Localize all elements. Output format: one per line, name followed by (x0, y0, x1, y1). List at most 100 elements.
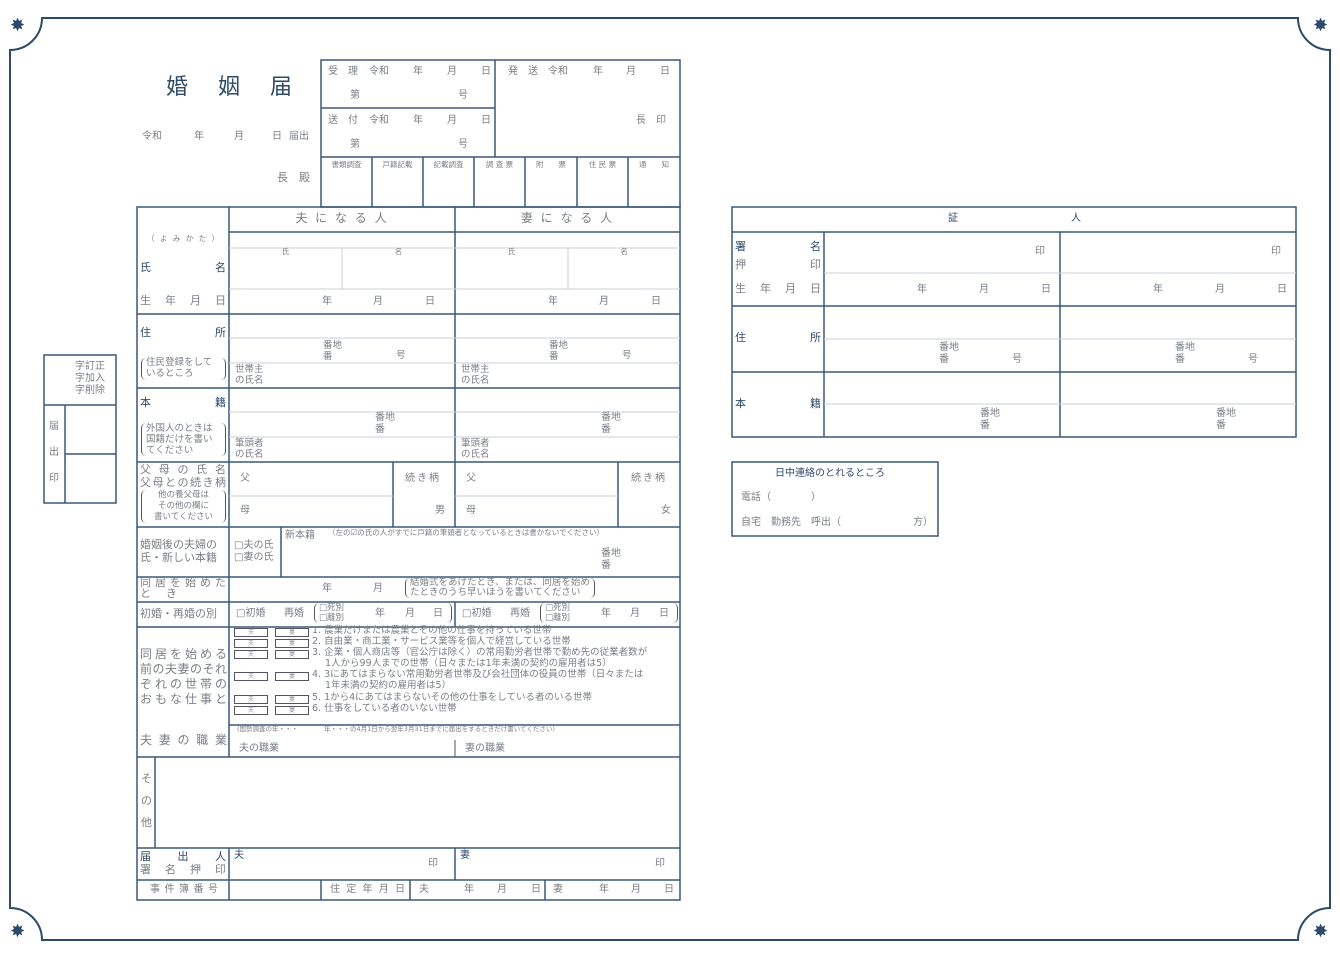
husband-address-go: 号 (396, 350, 406, 361)
wife-household-checkbox[interactable]: 妻 (275, 628, 309, 637)
household-option-text: 1年未満の契約の雇用者は5） (325, 680, 452, 691)
wife-remarriage-detail: □死別□離別 (540, 603, 678, 623)
witness2-address-banchi: 番地番 (1175, 342, 1195, 365)
dispatched-month: 月 (626, 66, 636, 77)
husband-household-checkbox[interactable]: 夫 (234, 706, 268, 715)
addressee-label: 長 殿 (277, 171, 310, 184)
husband-surname-input[interactable] (231, 258, 339, 287)
footer-husband-month: 月 (497, 884, 507, 895)
other-input[interactable] (157, 759, 678, 846)
wife-birth-month: 月 (599, 296, 609, 307)
wife-divorce-checkbox[interactable]: □離別 (545, 613, 571, 623)
seal-label-char: 届 (49, 421, 59, 432)
sent-month: 月 (447, 115, 457, 126)
name-label: 氏名 (140, 261, 226, 274)
star-ornament-icon: ✸ (10, 921, 26, 942)
wife-household-checkbox[interactable]: 妻 (275, 639, 309, 648)
witness2-birth-month: 月 (1215, 284, 1225, 295)
wife-remarriage-day: 日 (659, 608, 669, 619)
wife-death-checkbox[interactable]: □死別 (545, 603, 571, 613)
applicant-label: 届出人 (140, 850, 226, 863)
sent-year: 年 (413, 115, 423, 126)
submit-month-label: 月 (234, 131, 244, 142)
wife-remarriage-month: 月 (630, 608, 640, 619)
husband-given-name-input[interactable] (344, 258, 452, 287)
husband-family-head-label: 筆頭者の氏名 (235, 438, 264, 460)
husband-divorce-checkbox[interactable]: □離別 (319, 613, 345, 623)
new-domicile-label: 氏・新しい本籍 (140, 551, 217, 564)
husband-remarriage-month: 月 (405, 608, 415, 619)
birthdate-label: 生年月日 (140, 294, 226, 307)
footer-husband: 夫 (419, 884, 429, 895)
other-label: そ (141, 772, 152, 785)
husband-birth-month: 月 (373, 296, 383, 307)
husband-first-marriage-checkbox[interactable]: □初婚 (236, 608, 266, 619)
witness2-birth-day: 日 (1277, 284, 1287, 295)
husband-seal-label: 印 (428, 858, 438, 869)
household-option-text: 4. 3にあてはまらない常用勤労者世帯及び会社団体の役員の世帯（日々または (312, 669, 644, 680)
husband-domicile-banchi: 番地番 (375, 412, 395, 435)
dispatched-day: 日 (660, 66, 670, 77)
wife-occupation-label: 妻の職業 (465, 743, 505, 754)
contact-location: 自宅 勤務先 呼出（ (741, 517, 841, 528)
new-domicile-banchi: 番地番 (601, 548, 621, 571)
note-line: 住民登録をして (146, 357, 213, 368)
contact-title: 日中連絡のとれるところ (775, 468, 885, 479)
wife-household-checkbox[interactable]: 妻 (275, 695, 309, 704)
husband-household-checkbox[interactable]: 夫 (234, 695, 268, 704)
relationship-label: 父母との続き柄 (140, 476, 226, 489)
dispatched-era: 令和 (548, 66, 568, 77)
note-line: いるところ (146, 367, 194, 379)
husband-household-checkbox[interactable]: 夫 (234, 672, 268, 681)
thick-lines (43, 59, 1297, 901)
new-domicile-field-label: 新本籍 (285, 530, 315, 541)
submitted-label: 届出 (289, 131, 309, 142)
other-label: 他 (141, 816, 152, 829)
wife-relation-daughter: 女 (661, 505, 671, 516)
check-cell: 戸籍記載 (382, 160, 413, 169)
wife-given-name-input[interactable] (570, 258, 678, 287)
wife-householder-label: 世帯主の氏名 (461, 364, 490, 386)
chief-seal-label: 長 印 (636, 115, 666, 126)
footer-wife-year: 年 (599, 884, 609, 895)
correction-labels: 字訂正 字加入 字削除 (75, 361, 105, 397)
husband-surname-checkbox[interactable]: □夫の氏 (234, 540, 274, 551)
wife-household-checkbox[interactable]: 妻 (275, 672, 309, 681)
wife-birth-year: 年 (548, 296, 558, 307)
wife-seal-label: 印 (655, 858, 665, 869)
sent-number-prefix: 第 (350, 139, 360, 150)
witness1-birth-month: 月 (979, 284, 989, 295)
husband-household-checkbox[interactable]: 夫 (234, 639, 268, 648)
footer-wife-day: 日 (664, 884, 674, 895)
wife-mother-label: 母 (466, 505, 476, 516)
witness1-birth-year: 年 (917, 284, 927, 295)
new-surname-label: 婚姻後の夫婦の (140, 538, 217, 551)
wife-father-label: 父 (466, 473, 476, 484)
cohabit-label-2: と き (140, 587, 179, 600)
witness-sign-label: 名 (810, 240, 821, 253)
witness1-seal: 印 (1035, 246, 1045, 257)
received-day: 日 (481, 66, 491, 77)
wife-household-checkbox[interactable]: 妻 (275, 706, 309, 715)
husband-household-checkbox[interactable]: 夫 (234, 628, 268, 637)
sent-era: 令和 (369, 115, 389, 126)
footer-husband-day: 日 (531, 884, 541, 895)
wife-household-checkbox[interactable]: 妻 (275, 650, 309, 659)
household-option-text: 1. 農業だけまたは農業とその他の仕事を持っている世帯 (312, 625, 552, 636)
wife-surname-checkbox[interactable]: □妻の氏 (234, 552, 274, 563)
address-label: 住所 (140, 326, 226, 339)
husband-remarriage-detail: □死別□離別 (314, 603, 452, 623)
husband-address-banchi: 番地番 (323, 340, 343, 362)
husband-household-checkbox[interactable]: 夫 (234, 650, 268, 659)
wife-surname-input[interactable] (457, 258, 565, 287)
wife-first-marriage-checkbox[interactable]: □初婚 (462, 608, 492, 619)
witness1-address-go: 号 (1012, 354, 1022, 365)
household-option-text: 5. 1から4にあてはまらないその他の仕事をしている者のいる世帯 (312, 692, 593, 703)
seal-label-char: 出 (49, 447, 59, 458)
husband-occupation-label: 夫の職業 (239, 743, 279, 754)
star-ornament-icon: ✸ (1313, 921, 1329, 942)
husband-death-checkbox[interactable]: □死別 (319, 603, 345, 613)
submit-year-label: 年 (194, 131, 204, 142)
husband-surname-label: 氏 (281, 247, 290, 256)
